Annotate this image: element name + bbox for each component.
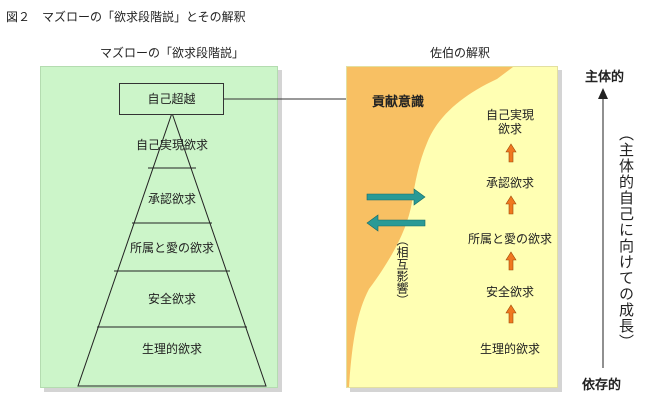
interaction-label: （相互影響） <box>395 234 409 306</box>
step-up-arrow <box>505 304 517 324</box>
self-transcendence-box: 自己超越 <box>119 83 224 115</box>
contribution-region <box>347 67 513 387</box>
step-up-arrow <box>505 143 517 163</box>
contribution-label: 貢献意識 <box>372 95 425 110</box>
step-belonging: 所属と愛の欲求 <box>467 232 552 246</box>
interaction-right-arrow <box>366 188 426 206</box>
right-heading: 佐伯の解釈 <box>430 46 491 60</box>
level-physiological: 生理的欲求 <box>141 342 202 356</box>
level-self-actualization: 自己実現欲求 <box>135 138 208 152</box>
axis-bottom-label: 依存的 <box>582 378 622 393</box>
step-self-actualization: 自己実現 欲求 <box>485 108 534 136</box>
growth-axis-arrowhead <box>598 88 608 99</box>
left-heading: マズローの「欲求段階説」 <box>100 46 245 60</box>
step-safety: 安全欲求 <box>485 285 534 299</box>
step-physiological: 生理的欲求 <box>479 342 540 356</box>
step-esteem: 承認欲求 <box>485 176 534 190</box>
step-up-arrow <box>505 195 517 215</box>
interaction-left-arrow <box>366 214 426 232</box>
level-belonging: 所属と愛の欲求 <box>129 241 214 255</box>
step-up-arrow <box>505 251 517 271</box>
level-safety: 安全欲求 <box>147 292 196 306</box>
interpretation-panel <box>346 66 558 388</box>
pyramid-outline <box>77 111 267 387</box>
growth-label: （主体的自己に向けての成長） <box>617 126 635 350</box>
figure-title: 図２ マズローの「欲求段階説」とその解釈 <box>6 10 246 24</box>
maslow-panel <box>40 66 278 388</box>
level-esteem: 承認欲求 <box>147 192 196 206</box>
self-transcendence-label: 自己超越 <box>147 92 196 106</box>
axis-top-label: 主体的 <box>585 70 625 85</box>
